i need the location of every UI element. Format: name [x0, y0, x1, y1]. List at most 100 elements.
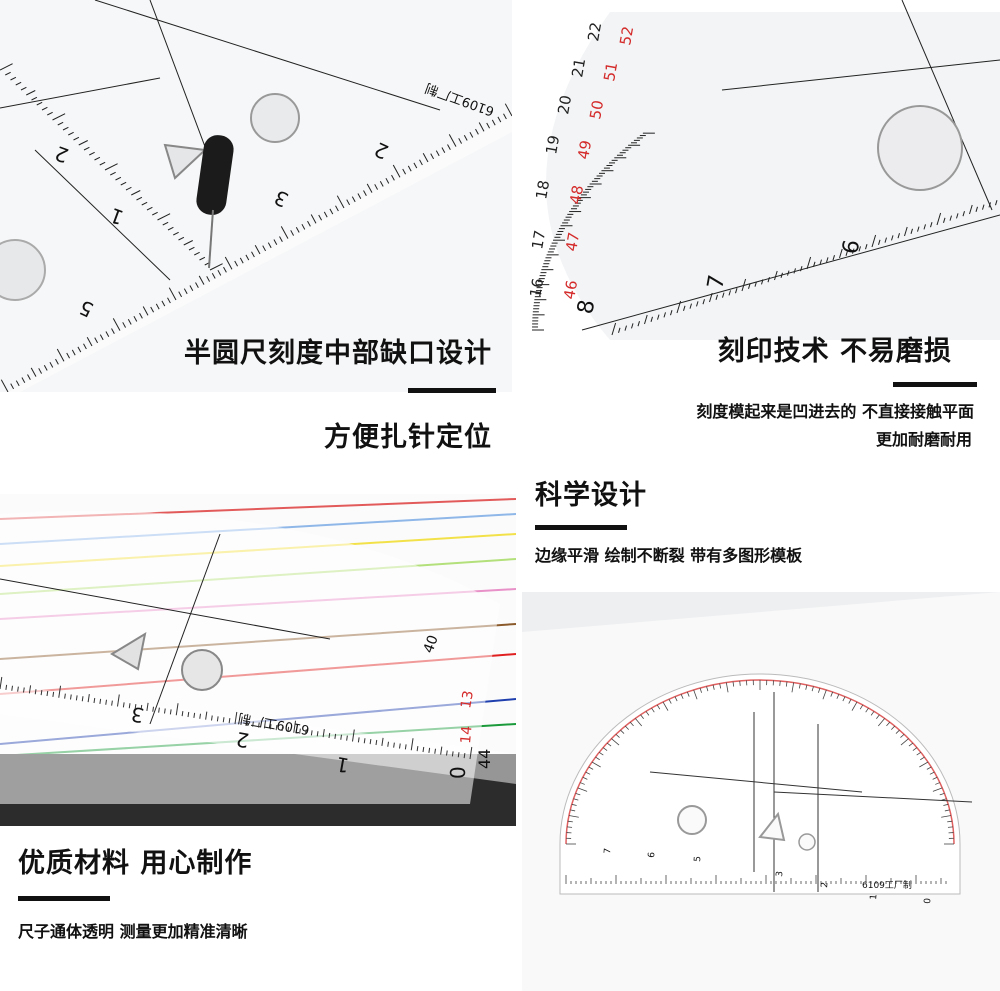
ruler-tick [785, 681, 788, 687]
inner-degree-number: 52 [616, 25, 637, 47]
ruler-tick [478, 122, 485, 132]
ruler-tick [567, 826, 573, 828]
ruler-tick [805, 684, 808, 690]
outer-degree-number: 16 [526, 277, 547, 299]
ruler-tick [262, 245, 267, 252]
ruler-tick [741, 278, 747, 292]
ruler-tick [323, 211, 328, 218]
ruler-tick [117, 694, 120, 707]
ruler-tick [366, 183, 373, 193]
ruler-tick [47, 111, 53, 116]
ruler-tick [651, 707, 655, 713]
ruler-tick [570, 809, 576, 812]
ruler-tick [105, 331, 110, 338]
ruler-tick [128, 703, 131, 709]
ruler-tick [223, 266, 227, 273]
ruler-tick [89, 151, 95, 156]
ruler-tick [363, 190, 367, 196]
ruler-tick [891, 235, 894, 241]
ruler-tick [136, 196, 143, 201]
ruler-tick [919, 761, 929, 768]
scale-number: 14 [458, 725, 475, 744]
ruler-tick [234, 260, 239, 267]
ruler-tick [568, 815, 579, 818]
ruler-tick [631, 323, 634, 329]
ruler-tick [86, 336, 93, 347]
ruler-tick [105, 699, 107, 705]
ruler-tick [908, 742, 914, 747]
ruler-tick [211, 273, 216, 279]
ruler-tick [328, 732, 331, 739]
ruler-tick [917, 226, 920, 232]
ruler-tick [932, 776, 938, 780]
ruler-tick [228, 718, 231, 724]
inner-degree-number: 50 [586, 99, 607, 121]
ruler-tick [413, 162, 418, 169]
ruler-number: 6 [647, 851, 657, 858]
ruler-tick [122, 702, 125, 708]
ruler-tick [58, 685, 62, 698]
ruler-tick [94, 337, 99, 344]
ruler-tick [806, 256, 812, 270]
ruler-tick [36, 101, 43, 106]
ruler-tick [181, 711, 184, 717]
ruler-tick [385, 177, 390, 184]
ruler-tick [884, 237, 887, 243]
ruler-tick [194, 251, 200, 256]
ruler-tick [886, 721, 891, 727]
ruler-tick [832, 255, 835, 261]
ruler-tick [127, 319, 132, 325]
ruler-tick [767, 277, 770, 283]
scale-number: 13 [458, 689, 477, 709]
ruler-tick [104, 163, 118, 171]
ruler-tick [858, 246, 861, 252]
ruler-tick [295, 227, 300, 233]
ruler-tick [305, 729, 307, 735]
ruler-tick [935, 782, 941, 785]
ruler-tick [748, 283, 751, 289]
ruler-tick [689, 303, 692, 309]
ruler-tick [402, 168, 407, 175]
ruler-tick [791, 682, 795, 693]
engraving-description-line: 更加耐磨耐用 [875, 430, 972, 449]
ruler-tick [877, 718, 886, 727]
ruler-tick [146, 702, 149, 711]
ruler-tick [624, 325, 627, 331]
ruler-tick [375, 739, 378, 746]
ruler-number: 2 [820, 882, 830, 889]
ruler-tick [93, 697, 96, 704]
ruler-tick [152, 211, 158, 216]
ruler-tick [949, 215, 952, 221]
ruler-number: 7 [703, 273, 730, 291]
outer-degree-number: 22 [584, 21, 605, 43]
ruler-tick [30, 367, 37, 377]
ruler-tick [962, 211, 965, 217]
inner-degree-number: 46 [560, 279, 581, 301]
ruler-tick [40, 690, 43, 696]
ruler-tick [900, 733, 905, 738]
ruler-tick [865, 707, 869, 713]
ruler-tick [595, 756, 600, 761]
ruler-tick [582, 776, 588, 780]
engraving-heading: 刻印技术 不易磨损 [717, 336, 952, 367]
ruler-tick [448, 134, 457, 147]
ruler-tick [504, 103, 512, 117]
ruler-tick [822, 689, 827, 700]
ruler-tick [598, 751, 604, 756]
ruler-tick [168, 287, 177, 301]
ruler-tick [322, 729, 325, 738]
ruler-tick [234, 711, 238, 725]
ruler-tick [240, 719, 243, 725]
ruler-tick [112, 318, 121, 331]
ruler-tick [620, 729, 625, 734]
ruler-tick [588, 766, 594, 770]
ruler-tick [859, 704, 864, 710]
ruler-tick [975, 206, 978, 212]
ruler-tick [486, 122, 491, 129]
heading-underline-bar [408, 388, 496, 393]
ruler-tick [923, 224, 926, 230]
ruler-tick [131, 190, 141, 196]
ruler-tick [0, 676, 3, 690]
ruler-tick [936, 212, 942, 226]
ruler-tick [26, 90, 36, 96]
